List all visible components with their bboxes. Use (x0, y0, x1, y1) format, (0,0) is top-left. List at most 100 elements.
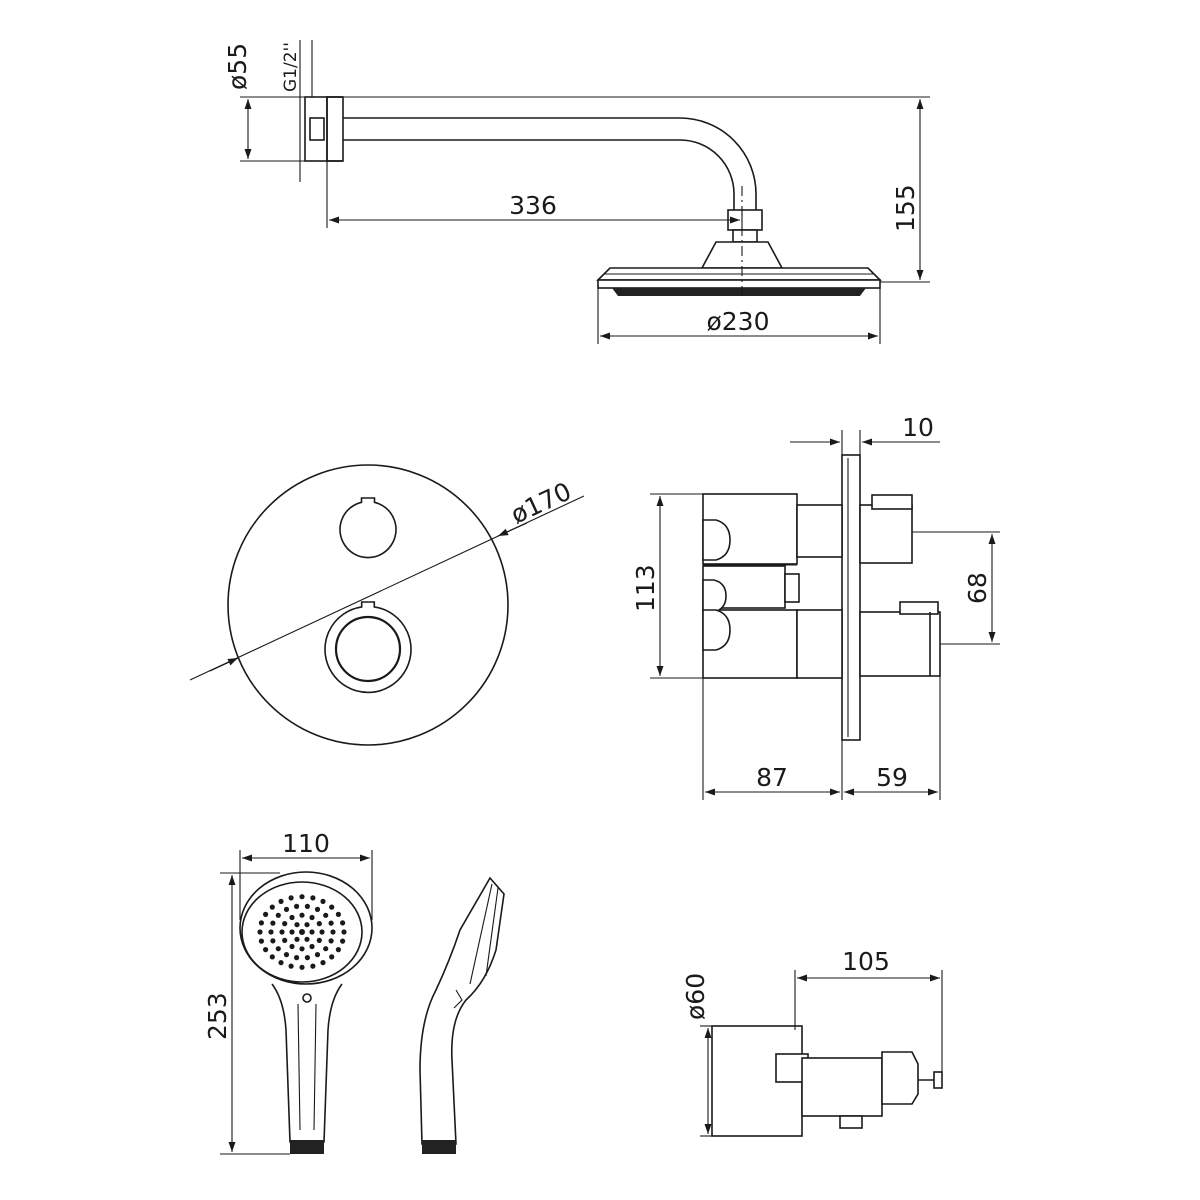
thermostat-knob-ring (334, 615, 402, 683)
spray-nozzle (329, 904, 335, 910)
spray-nozzle (294, 936, 300, 942)
spray-nozzle (304, 955, 310, 961)
spray-nozzle (289, 929, 295, 935)
dim-outlet-spacing: 68 (963, 572, 992, 604)
connector-1 (702, 519, 731, 561)
spray-nozzle (275, 946, 281, 952)
spray-nozzle (288, 895, 294, 901)
thermostat-knob (324, 601, 412, 694)
spray-nozzle (279, 929, 285, 935)
diverter-hole (339, 497, 397, 559)
spray-nozzle (316, 921, 322, 927)
spray-nozzle (341, 929, 347, 935)
spray-nozzle (275, 912, 281, 918)
spray-nozzle (328, 938, 334, 944)
hand-shower-side-connector (422, 1140, 456, 1154)
dim-plate-dia: ø170 (506, 477, 575, 530)
spray-nozzle (299, 964, 305, 970)
spray-nozzle (309, 943, 315, 950)
dim-body-depth: 87 (756, 763, 788, 792)
spray-nozzle (320, 898, 326, 905)
spray-nozzle (270, 938, 276, 944)
spray-nozzle (319, 929, 325, 935)
spray-nozzle (269, 954, 275, 960)
hand-shower-head-outer (239, 871, 373, 985)
shower-arm-top (343, 117, 757, 212)
upper-boss (859, 504, 913, 564)
spray-nozzle (310, 895, 316, 901)
outlet-body (801, 1057, 883, 1117)
spray-nozzle (283, 952, 290, 958)
dim-arm-length: 336 (509, 191, 557, 220)
spray-nozzle (310, 963, 316, 969)
spray-nozzle (323, 946, 329, 952)
dim-head-dia: ø230 (706, 307, 769, 336)
spray-nozzle (270, 920, 276, 926)
spray-nozzle (316, 937, 322, 944)
spray-nozzle (314, 952, 321, 958)
spray-nozzle (309, 929, 315, 935)
spray-nozzle (263, 947, 269, 953)
hand-shower-handle (271, 983, 343, 1143)
spray-nozzle (328, 920, 334, 926)
arm-thread-nut (309, 117, 325, 141)
spray-nozzle (304, 936, 310, 942)
spray-nozzle (340, 938, 346, 944)
spray-nozzle (257, 929, 263, 935)
spray-nozzle (335, 947, 341, 953)
dim-thread: G1/2'' (281, 42, 301, 92)
spray-nozzle (289, 914, 295, 921)
hand-shower-head-inner (241, 881, 363, 983)
dim-outlet-length: 105 (842, 947, 890, 976)
spray-nozzle (258, 938, 264, 944)
hand-shower-side-outline (419, 876, 505, 1145)
hand-shower-connector (290, 1140, 324, 1154)
dim-outlet-dia: ø60 (681, 973, 710, 1020)
spray-nozzle (278, 898, 284, 905)
dim-body-height: 113 (631, 564, 660, 612)
outlet-swivel (881, 1051, 919, 1105)
spray-nozzle (299, 946, 305, 952)
spray-nozzle (282, 921, 288, 927)
spray-nozzle (294, 922, 300, 928)
shower-head-nozzles (612, 288, 866, 296)
connector-3 (702, 609, 731, 651)
spray-nozzle (269, 904, 275, 910)
spray-nozzle (304, 903, 310, 910)
spray-nozzle (268, 929, 274, 935)
spray-nozzle (340, 920, 346, 926)
spray-nozzle (314, 906, 321, 913)
spray-nozzle (309, 914, 315, 921)
dim-arm-flange-dia: ø55 (223, 43, 252, 90)
spray-nozzle (299, 912, 305, 918)
dim-projection: 59 (876, 763, 908, 792)
mixer-cover-plate (227, 464, 509, 746)
dim-hand-width: 110 (282, 829, 330, 858)
spray-nozzle (329, 954, 335, 960)
spray-nozzle (323, 912, 329, 918)
spray-nozzle (258, 920, 264, 926)
hand-shower-side-view (419, 876, 505, 1154)
connector-2 (702, 579, 727, 613)
thermostat-handle-side (859, 611, 941, 677)
mixer-front-view: ø170 (189, 464, 585, 746)
mixer-plate-side (841, 454, 861, 741)
spray-nozzle (299, 894, 305, 900)
spray-nozzle (294, 955, 300, 961)
spray-nozzle (289, 943, 295, 950)
spray-nozzle (278, 960, 284, 966)
dim-arm-height: 155 (891, 184, 920, 232)
dim-hand-length: 253 (203, 992, 232, 1040)
spray-nozzle (282, 937, 288, 944)
spray-nozzle (283, 906, 290, 913)
spray-nozzles (257, 894, 347, 970)
shower-arm-bottom (343, 139, 735, 212)
arm-collar (326, 96, 344, 162)
spray-nozzle (330, 929, 336, 935)
shower-arm-view: ø55 G1/2'' 336 155 ø230 (223, 40, 930, 344)
dim-plate-thickness: 10 (902, 413, 934, 442)
hand-shower-front-view: 110 253 (203, 829, 373, 1155)
spray-nozzle (288, 963, 294, 969)
spray-nozzle (299, 929, 305, 935)
